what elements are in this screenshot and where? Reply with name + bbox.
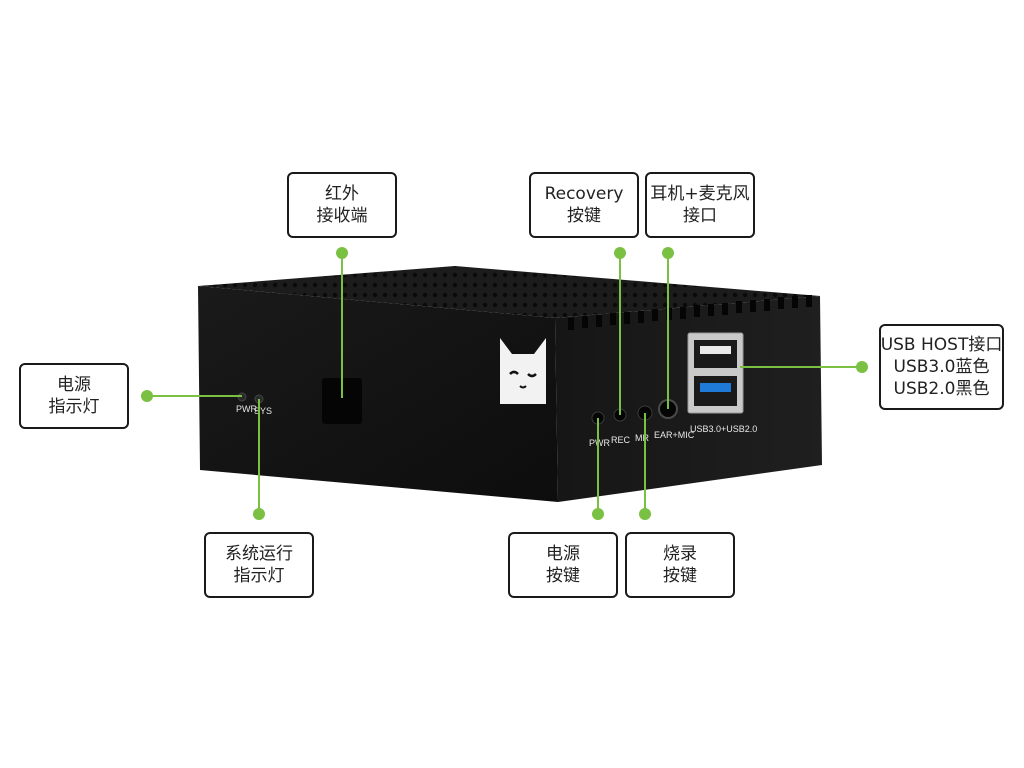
label-line: 指示灯 [233, 566, 285, 586]
callout-dot-ir [336, 247, 348, 259]
label-power-button: 电源 按键 [508, 532, 618, 598]
port-label-mr: MR [635, 433, 649, 443]
label-line: USB3.0蓝色 [893, 357, 990, 377]
label-line: 红外 [325, 184, 359, 204]
label-line: 按键 [663, 566, 697, 586]
label-power-led: 电源 指示灯 [19, 363, 129, 429]
label-line: 系统运行 [225, 544, 293, 564]
label-system-led: 系统运行 指示灯 [204, 532, 314, 598]
led-label-pwr: PWR [236, 404, 257, 414]
label-recovery-button: Recovery 按键 [529, 172, 639, 238]
led-label-sys: SYS [254, 406, 272, 416]
port-label-usb: USB3.0+USB2.0 [690, 424, 757, 434]
label-line: 耳机+麦克风 [650, 184, 750, 204]
callout-dot-audio [662, 247, 674, 259]
port-panel: PWR REC MR EAR+MIC USB3.0+USB2.0 [589, 332, 757, 448]
label-line: 电源 [57, 375, 91, 395]
label-usb-host: USB HOST接口 USB3.0蓝色 USB2.0黑色 [879, 324, 1004, 410]
label-line: 按键 [567, 206, 601, 226]
cat-face-logo [500, 338, 546, 404]
label-ir-receiver: 红外 接收端 [287, 172, 397, 238]
callout-dot-usb [856, 361, 868, 373]
label-flash-button: 烧录 按键 [625, 532, 735, 598]
label-line: 接口 [683, 206, 717, 226]
device-top [198, 266, 820, 318]
label-line: USB2.0黑色 [893, 379, 990, 399]
label-line: 按键 [546, 566, 580, 586]
callout-lines [147, 253, 862, 514]
callout-dots [141, 247, 868, 520]
ir-receiver-window [322, 378, 362, 424]
port-label-pwr: PWR [589, 438, 610, 448]
vent-slots [568, 295, 812, 330]
label-audio-jack: 耳机+麦克风 接口 [645, 172, 755, 238]
label-line: 接收端 [316, 206, 368, 226]
label-line: 指示灯 [48, 397, 100, 417]
port-label-ear-mic: EAR+MIC [654, 430, 695, 440]
label-line: 烧录 [663, 544, 697, 564]
label-line: USB HOST接口 [880, 335, 1003, 355]
callout-dot-system-led [253, 508, 265, 520]
callout-dot-power-led [141, 390, 153, 402]
callout-dot-recovery [614, 247, 626, 259]
device-front-face [198, 286, 558, 502]
device-body [198, 266, 822, 502]
callout-dot-power-button [592, 508, 604, 520]
label-line: 电源 [546, 544, 580, 564]
label-line: Recovery [544, 184, 624, 204]
port-label-rec: REC [611, 435, 631, 445]
callout-dot-flash-button [639, 508, 651, 520]
